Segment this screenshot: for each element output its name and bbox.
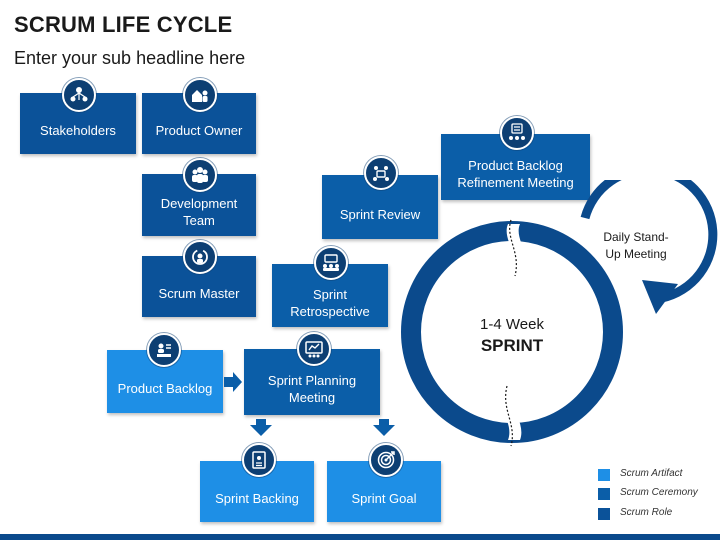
sprint-retrospective-label: Sprint Retrospective: [290, 286, 370, 319]
team-icon: [183, 158, 217, 192]
arrow-planning-to-goal: [373, 419, 395, 436]
legend-swatch-artifact: [598, 469, 610, 481]
daily-loop-arc: [580, 180, 718, 303]
backlog-refinement-label: Product Backlog Refinement Meeting: [457, 158, 574, 190]
daily-loop-arrowhead: [642, 280, 678, 314]
document-icon: [242, 443, 276, 477]
sprint-cycle-diagram: [401, 180, 718, 447]
planning-icon: [297, 332, 331, 366]
sprint-ring-gap-top: [506, 224, 526, 268]
sprint-backing-label: Sprint Backing: [215, 491, 299, 506]
sprint-planning-label: Sprint Planning Meeting: [267, 373, 357, 405]
product-owner-label: Product Owner: [155, 123, 243, 138]
arrow-backlog-to-planning: [224, 372, 242, 392]
legend-label-artifact: Scrum Artifact: [620, 468, 683, 479]
legend-swatch-role: [598, 508, 610, 520]
product-backlog-label: Product Backlog: [117, 381, 213, 396]
legend-label-ceremony: Scrum Ceremony: [620, 487, 698, 498]
daily-standup-label: Daily Stand- Up Meeting: [603, 230, 669, 261]
refinement-icon: [500, 116, 534, 150]
page-subtitle: Enter your sub headline here: [14, 48, 246, 68]
sprint-goal-label: Sprint Goal: [351, 491, 417, 506]
review-icon: [364, 156, 398, 190]
product-owner-icon: [183, 78, 217, 112]
break-line-top: [509, 219, 517, 277]
arrow-planning-to-backing: [250, 419, 272, 436]
scrum-master-icon: [183, 240, 217, 274]
legend-swatch-ceremony: [598, 488, 610, 500]
sprint-label: SPRINT: [480, 336, 544, 355]
footer-bar: [0, 534, 720, 540]
sprint-duration: 1-4 Week: [480, 316, 544, 333]
retrospective-icon: [314, 246, 348, 280]
backlog-icon: [147, 333, 181, 367]
stakeholders-icon: [62, 78, 96, 112]
scrum-master-label: Scrum Master: [158, 286, 240, 301]
page-title: SCRUM LIFE CYCLE: [14, 12, 233, 37]
stakeholders-label: Stakeholders: [40, 123, 116, 138]
sprint-review-label: Sprint Review: [339, 206, 421, 222]
sprint-ring-gap-bottom: [502, 396, 522, 440]
legend-label-role: Scrum Role: [620, 507, 673, 518]
target-icon: [369, 443, 403, 477]
development-team-label: Development Team: [160, 196, 238, 228]
